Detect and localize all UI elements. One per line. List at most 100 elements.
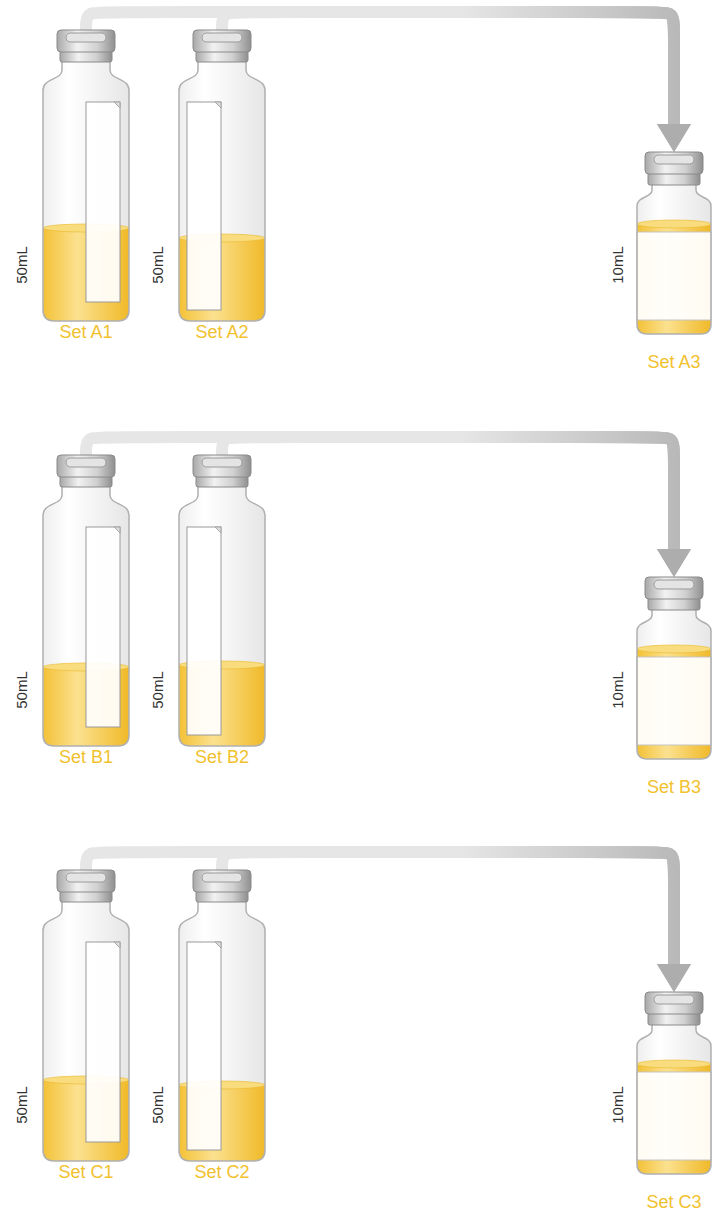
collection-vial (636, 152, 712, 335)
vial-outline (637, 609, 711, 759)
sample-vial (42, 30, 130, 322)
cap-top (66, 873, 106, 882)
sample-vial (42, 455, 130, 747)
vial-glass (637, 609, 711, 759)
cap-top (66, 458, 106, 467)
vial-outline (43, 60, 129, 321)
collection-vial (636, 992, 712, 1175)
liquid-surface (637, 220, 711, 228)
flow-arrow (86, 437, 674, 549)
collection-vial (636, 577, 712, 760)
liquid-surface (637, 645, 711, 653)
cap-top (202, 873, 242, 882)
vial-cap (193, 455, 251, 477)
vial-outline (179, 900, 265, 1161)
liquid (637, 1064, 711, 1174)
strip-fold (114, 527, 120, 533)
vial-glass (43, 900, 129, 1161)
set-label: Set C2 (148, 1162, 296, 1182)
vial: 10mLSet C3 (636, 992, 712, 1175)
vial-label (637, 232, 711, 320)
volume-label: 50mL (148, 660, 168, 720)
flow-arrow (86, 12, 674, 124)
vial: 50mLSet A2 (178, 30, 266, 322)
vial-cap (193, 30, 251, 52)
strip-fold (215, 527, 221, 533)
flow-arrow (222, 437, 674, 549)
cap-top (654, 580, 694, 589)
volume-label: 10mL (608, 1075, 628, 1135)
sample-vial (42, 870, 130, 1162)
test-strip (187, 527, 221, 735)
vial: 10mLSet B3 (636, 577, 712, 760)
vial: 10mLSet A3 (636, 152, 712, 335)
test-strip (187, 102, 221, 310)
flow-arrow (222, 852, 674, 964)
test-strip (86, 102, 120, 302)
flow-arrow (86, 852, 674, 964)
cap-top (202, 458, 242, 467)
volume-label: 50mL (148, 1075, 168, 1135)
vial-label (637, 1072, 711, 1160)
vial-glass (637, 1024, 711, 1174)
vial-cap (57, 870, 115, 892)
strip-fold (215, 942, 221, 948)
vial-cap (57, 30, 115, 52)
volume-label: 50mL (12, 235, 32, 295)
strip-fold (114, 942, 120, 948)
cap-top (202, 33, 242, 42)
volume-label: 50mL (12, 1075, 32, 1135)
cap-top (654, 155, 694, 164)
vial-outline (43, 485, 129, 746)
volume-label: 50mL (12, 660, 32, 720)
test-strip (86, 527, 120, 727)
sample-vial (178, 455, 266, 747)
vial-glass (179, 60, 265, 321)
vial: 50mLSet C2 (178, 870, 266, 1162)
volume-label: 10mL (608, 660, 628, 720)
set-label: Set B3 (606, 777, 712, 797)
vial-cap (645, 992, 703, 1014)
vial: 50mLSet B1 (42, 455, 130, 747)
vial-cap (57, 455, 115, 477)
vial-glass (43, 485, 129, 746)
vial-glass (179, 900, 265, 1161)
vial-outline (637, 1024, 711, 1174)
set-label: Set B2 (148, 747, 296, 767)
vial-outline (179, 485, 265, 746)
vial-cap (193, 870, 251, 892)
set-label: Set C3 (606, 1192, 712, 1212)
vial-outline (179, 60, 265, 321)
volume-label: 10mL (608, 235, 628, 295)
cap-top (654, 995, 694, 1004)
liquid-surface (637, 1060, 711, 1068)
flow-arrow (222, 12, 674, 124)
vial-outline (43, 900, 129, 1161)
test-strip (86, 942, 120, 1142)
sample-vial (178, 870, 266, 1162)
set-label: Set C1 (12, 1162, 160, 1182)
sample-vial (178, 30, 266, 322)
test-strip (187, 942, 221, 1150)
vial: 50mLSet B2 (178, 455, 266, 747)
vial-glass (43, 60, 129, 321)
strip-fold (215, 102, 221, 108)
vial: 50mLSet C1 (42, 870, 130, 1162)
cap-top (66, 33, 106, 42)
vial: 50mLSet A1 (42, 30, 130, 322)
liquid (637, 224, 711, 334)
set-label: Set A3 (606, 352, 712, 372)
volume-label: 50mL (148, 235, 168, 295)
set-label: Set B1 (12, 747, 160, 767)
vial-outline (637, 184, 711, 334)
vial-cap (645, 577, 703, 599)
set-label: Set A1 (12, 322, 160, 342)
set-label: Set A2 (148, 322, 296, 342)
liquid (637, 649, 711, 759)
vial-cap (645, 152, 703, 174)
vial-glass (637, 184, 711, 334)
vial-label (637, 657, 711, 745)
vial-glass (179, 485, 265, 746)
strip-fold (114, 102, 120, 108)
